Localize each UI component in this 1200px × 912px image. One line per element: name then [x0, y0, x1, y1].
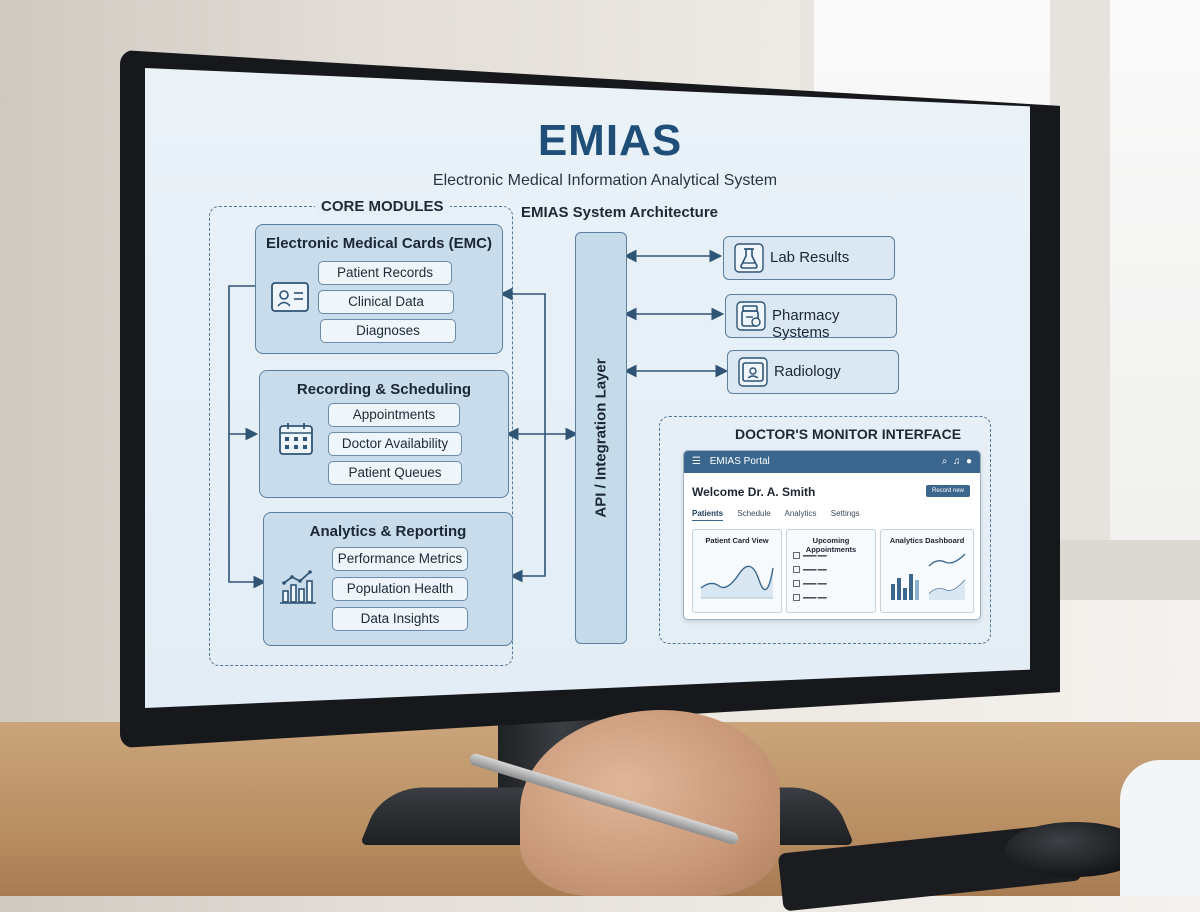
hand	[520, 710, 780, 896]
window-frame	[1050, 0, 1110, 540]
external-system-radiology[interactable]: Radiology	[727, 350, 899, 394]
record-new-button[interactable]: Record new	[926, 485, 970, 497]
portal-header-icons: ⌕ ♫ ●	[942, 451, 972, 473]
welcome-text: Welcome Dr. A. Smith	[692, 485, 816, 499]
avatar[interactable]: ●	[965, 456, 972, 467]
module-item[interactable]: Performance Metrics	[332, 547, 468, 571]
emias-portal-window: ☰ EMIAS Portal ⌕ ♫ ● Welcome Dr. A. Smit…	[683, 450, 981, 620]
connector-lines	[228, 249, 729, 589]
external-system-label: Radiology	[774, 363, 841, 380]
api-integration-layer: API / Integration Layer	[575, 232, 627, 644]
monitor-screen: EMIAS Electronic Medical Information Ana…	[145, 68, 1030, 708]
portal-tabs: Patients Schedule Analytics Settings	[692, 509, 872, 521]
appointment-row[interactable]: ▬▬▬ ▬▬	[793, 552, 827, 559]
architecture-label: EMIAS System Architecture	[521, 204, 719, 221]
menu-icon[interactable]: ☰	[692, 456, 701, 467]
module-item[interactable]: Data Insights	[332, 607, 468, 631]
module-analytics: Analytics & Reporting Performance Metric…	[263, 512, 513, 646]
core-modules-label: CORE MODULES	[315, 198, 450, 215]
page-subtitle: Electronic Medical Information Analytica…	[432, 172, 778, 189]
appointment-row[interactable]: ▬▬▬ ▬▬	[793, 566, 827, 573]
page-title: EMIAS	[537, 116, 683, 165]
analytics-chart-icon	[280, 570, 316, 604]
tab-analytics[interactable]: Analytics	[784, 509, 817, 518]
module-title: Electronic Medical Cards (EMC)	[266, 235, 492, 252]
search-icon[interactable]: ⌕	[941, 456, 948, 467]
tab-schedule[interactable]: Schedule	[737, 509, 771, 518]
portal-app-name: EMIAS Portal	[709, 456, 770, 467]
api-layer-label: API / Integration Layer	[592, 358, 610, 518]
tab-settings[interactable]: Settings	[830, 509, 860, 518]
appointment-row[interactable]: ▬▬▬ ▬▬	[793, 580, 827, 587]
card-title: Upcoming Appointments	[805, 536, 857, 554]
doctor-interface-title: DOCTOR'S MONITOR INTERFACE	[735, 426, 962, 442]
notification-icon[interactable]: ♫	[952, 456, 961, 467]
module-item[interactable]: Clinical Data	[318, 290, 454, 314]
module-title: Analytics & Reporting	[309, 523, 467, 540]
tab-patients[interactable]: Patients	[692, 509, 724, 521]
module-title: Recording & Scheduling	[296, 381, 472, 398]
external-system-label: Pharmacy Systems	[772, 307, 840, 341]
card-patient-view[interactable]: Patient Card View	[692, 529, 782, 613]
card-analytics-dashboard[interactable]: Analytics Dashboard	[880, 529, 974, 613]
module-emc: Electronic Medical Cards (EMC) Patient R…	[255, 224, 503, 354]
appointment-row[interactable]: ▬▬▬ ▬▬	[793, 594, 827, 601]
external-system-label: Lab Results	[770, 249, 850, 266]
module-item[interactable]: Appointments	[328, 403, 460, 427]
shirt-sleeve	[1120, 760, 1200, 896]
external-system-pharmacy[interactable]: Pharmacy Systems	[725, 294, 897, 341]
dashboard-graphics	[891, 553, 966, 600]
module-scheduling: Recording & Scheduling Appointments Doct…	[259, 370, 509, 498]
module-item[interactable]: Patient Records	[318, 261, 452, 285]
pill-bottle-icon	[736, 301, 766, 331]
calendar-icon	[279, 423, 313, 455]
radiology-icon	[738, 357, 768, 387]
card-upcoming-appointments[interactable]: Upcoming Appointments ▬▬▬ ▬▬ ▬▬▬ ▬▬ ▬▬▬ …	[786, 529, 876, 613]
module-item[interactable]: Patient Queues	[328, 461, 462, 485]
card-title: Patient Card View	[705, 536, 769, 545]
module-item[interactable]: Diagnoses	[320, 319, 456, 343]
external-system-lab[interactable]: Lab Results	[723, 236, 895, 280]
module-item[interactable]: Population Health	[332, 577, 468, 601]
portal-header: ☰ EMIAS Portal ⌕ ♫ ●	[684, 451, 980, 473]
doctor-interface-frame	[659, 416, 991, 644]
card-title: Analytics Dashboard	[889, 536, 965, 545]
line-chart-graphic	[700, 565, 774, 599]
module-item[interactable]: Doctor Availability	[328, 432, 462, 456]
flask-icon	[734, 243, 764, 273]
id-card-icon	[271, 282, 309, 312]
